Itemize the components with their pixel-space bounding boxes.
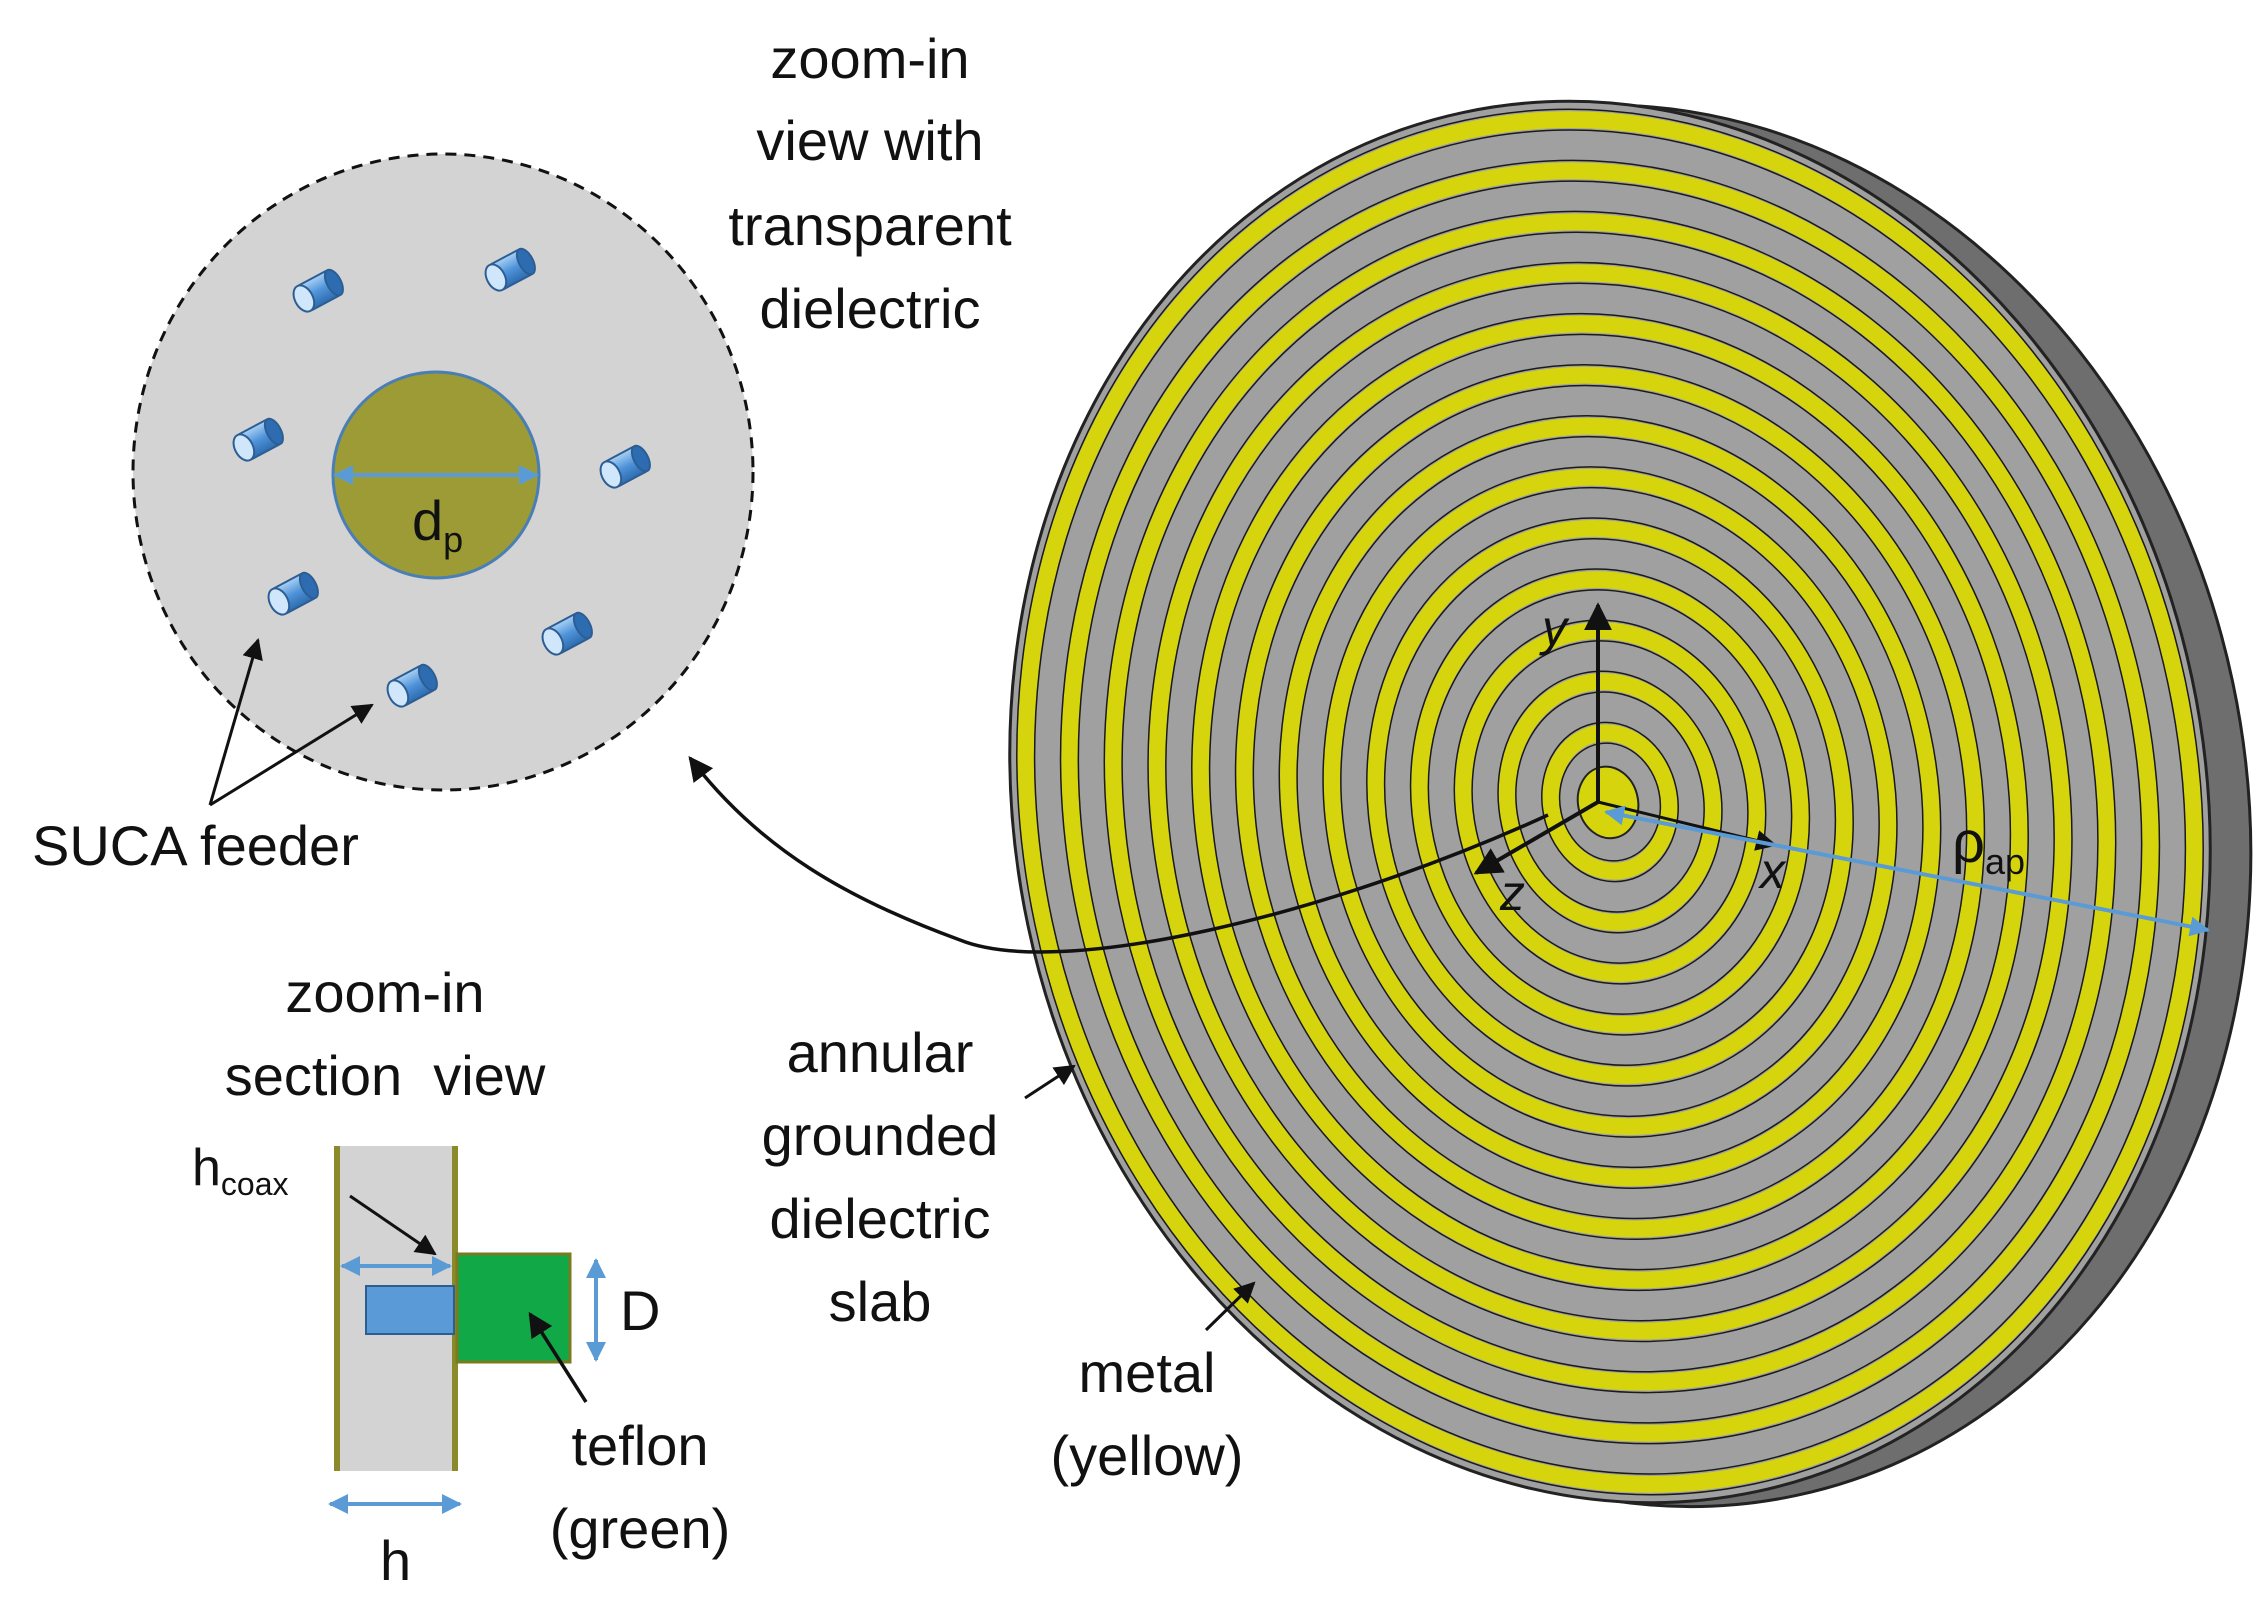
metal-ring-outline (1103, 210, 2117, 1394)
suca-feeder (292, 268, 344, 313)
metal-ring-outline (1059, 159, 2161, 1445)
metal-ring-outline (1383, 538, 1837, 1066)
metal-ring-outline (1278, 415, 1942, 1189)
zoom-in-top-view: dp (131, 152, 755, 792)
metal-ring (1192, 315, 2028, 1289)
axis-z-label: z (1499, 865, 1525, 921)
metal-ring-outline (1453, 619, 1767, 985)
dp-label: dp (412, 489, 463, 560)
metal-ring (1061, 162, 2159, 1442)
metal-ring-outline (1471, 640, 1749, 964)
zoom-section-line2: section view (225, 1044, 546, 1107)
suca-feeder-callout: SUCA feeder (32, 637, 374, 877)
metal-ring-outline (1366, 517, 1854, 1087)
rho-ap-label: ρap (1952, 810, 2025, 882)
metal-ring-outline (1033, 129, 2187, 1475)
teflon-label-1: teflon (572, 1414, 709, 1477)
metal-ring-outline (1016, 108, 2204, 1496)
annular-pointer (1024, 1064, 1076, 1100)
teflon-block (455, 1252, 572, 1364)
D-label: D (620, 1279, 660, 1342)
metal-ring (1411, 571, 1809, 1033)
suca-feeder (267, 571, 319, 616)
zoom-link-arrow (688, 756, 1549, 954)
teflon-pointer (528, 1311, 588, 1403)
hcoax-label: hcoax (192, 1139, 289, 1202)
zoom-top-line2: view with (756, 109, 983, 172)
zoom-top-line1: zoom-in (770, 27, 969, 90)
metal-ring (1104, 213, 2116, 1391)
metal-ring-outline (1165, 282, 2055, 1322)
metal-ring-outline (1409, 568, 1811, 1036)
h-label: h (380, 1529, 411, 1592)
metal-line1: metal (1079, 1341, 1216, 1404)
zoom-section-line1: zoom-in (285, 961, 484, 1024)
axis-y-label: y (1539, 600, 1570, 656)
metal-ring-outline (1252, 384, 1968, 1220)
metal-ring (1367, 520, 1853, 1084)
suca-feeder (541, 611, 593, 656)
metal-ring-outline (1322, 466, 1898, 1138)
annular-line1: annular (787, 1021, 974, 1084)
zoom-top-line3: transparent (728, 194, 1012, 257)
metal-ring-outline (1208, 333, 2012, 1271)
axis-x-label: x (1758, 843, 1787, 899)
hcoax-pointer (349, 1194, 437, 1256)
annular-disk (1008, 99, 2253, 1508)
rho-ap-dimension: ρap (1604, 805, 2210, 937)
metal-ring-outline (1147, 261, 2073, 1343)
metal-line2: (yellow) (1051, 1424, 1244, 1487)
metal-ring (1323, 468, 1897, 1136)
metal-pointer (1204, 1281, 1256, 1332)
zoom-in-section-view: zoom-in section view hcoax D h teflon (g… (192, 961, 730, 1592)
suca-feeder (386, 663, 438, 708)
annular-line2: grounded (762, 1104, 999, 1167)
suca-feeder (599, 444, 651, 489)
suca-feeder (232, 417, 284, 462)
annular-line4: slab (829, 1270, 932, 1333)
metal-ring-outline (1427, 589, 1793, 1015)
metal-ring-outline (1296, 435, 1924, 1169)
suca-feeders (232, 247, 651, 708)
metal-ring (1017, 111, 2203, 1493)
suca-feeder (484, 247, 536, 292)
metal-ring-outline (1191, 312, 2029, 1292)
metal-ring (1279, 417, 1941, 1187)
metal-ring (1454, 622, 1766, 982)
metal-ring-outline (1077, 180, 2143, 1424)
annular-line3: dielectric (770, 1187, 991, 1250)
metal-callout: metal (yellow) (1051, 1281, 1256, 1487)
metal-ring (1148, 264, 2072, 1340)
zoom-top-title: zoom-in view with transparent dielectric (728, 27, 1012, 340)
coax-pin (365, 1285, 455, 1335)
suca-feeder-label: SUCA feeder (32, 814, 359, 877)
zoom-top-line4: dielectric (760, 277, 981, 340)
axis-z-arrow (1473, 800, 1600, 875)
annular-slab-callout: annular grounded dielectric slab (762, 1021, 1076, 1333)
metal-ring-outline (1121, 231, 2099, 1373)
teflon-label-2: (green) (550, 1497, 731, 1560)
